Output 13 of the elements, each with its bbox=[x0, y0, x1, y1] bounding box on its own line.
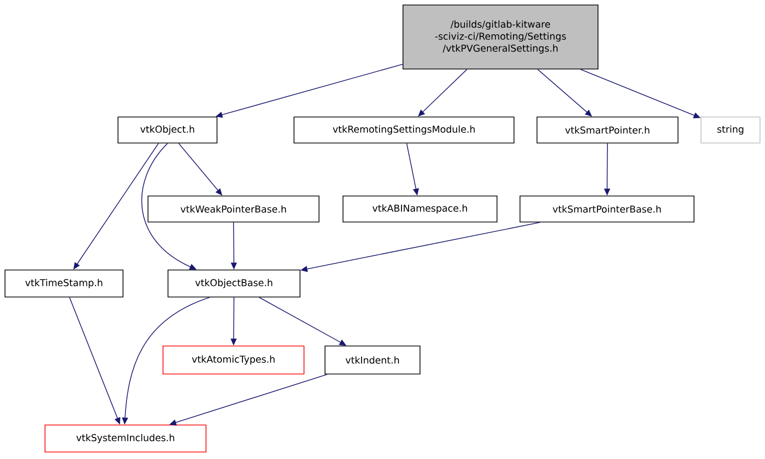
file-box: vtkTimeStamp.h bbox=[4, 270, 124, 298]
file-box: vtkWeakPointerBase.h bbox=[148, 196, 320, 222]
file-box: vtkRemotingSettingsModule.h bbox=[294, 116, 514, 144]
file-box: vtkSmartPointerBase.h bbox=[520, 196, 694, 222]
file-box: /builds/gitlab-kitware -sciviz-ci/Remoting/Settings /vtkPVGeneralSettings.h bbox=[402, 4, 598, 70]
file-box: vtkSmartPointer.h bbox=[536, 116, 678, 144]
file-box: string bbox=[700, 116, 760, 144]
file-box: vtkObjectBase.h bbox=[168, 270, 300, 298]
file-box: vtkObject.h bbox=[118, 116, 218, 144]
file-box: vtkABINamespace.h bbox=[342, 196, 498, 222]
file-box: vtkAtomicTypes.h bbox=[162, 346, 304, 374]
file-box: vtkIndent.h bbox=[324, 346, 420, 374]
file-box: vtkSystemIncludes.h bbox=[44, 424, 206, 452]
